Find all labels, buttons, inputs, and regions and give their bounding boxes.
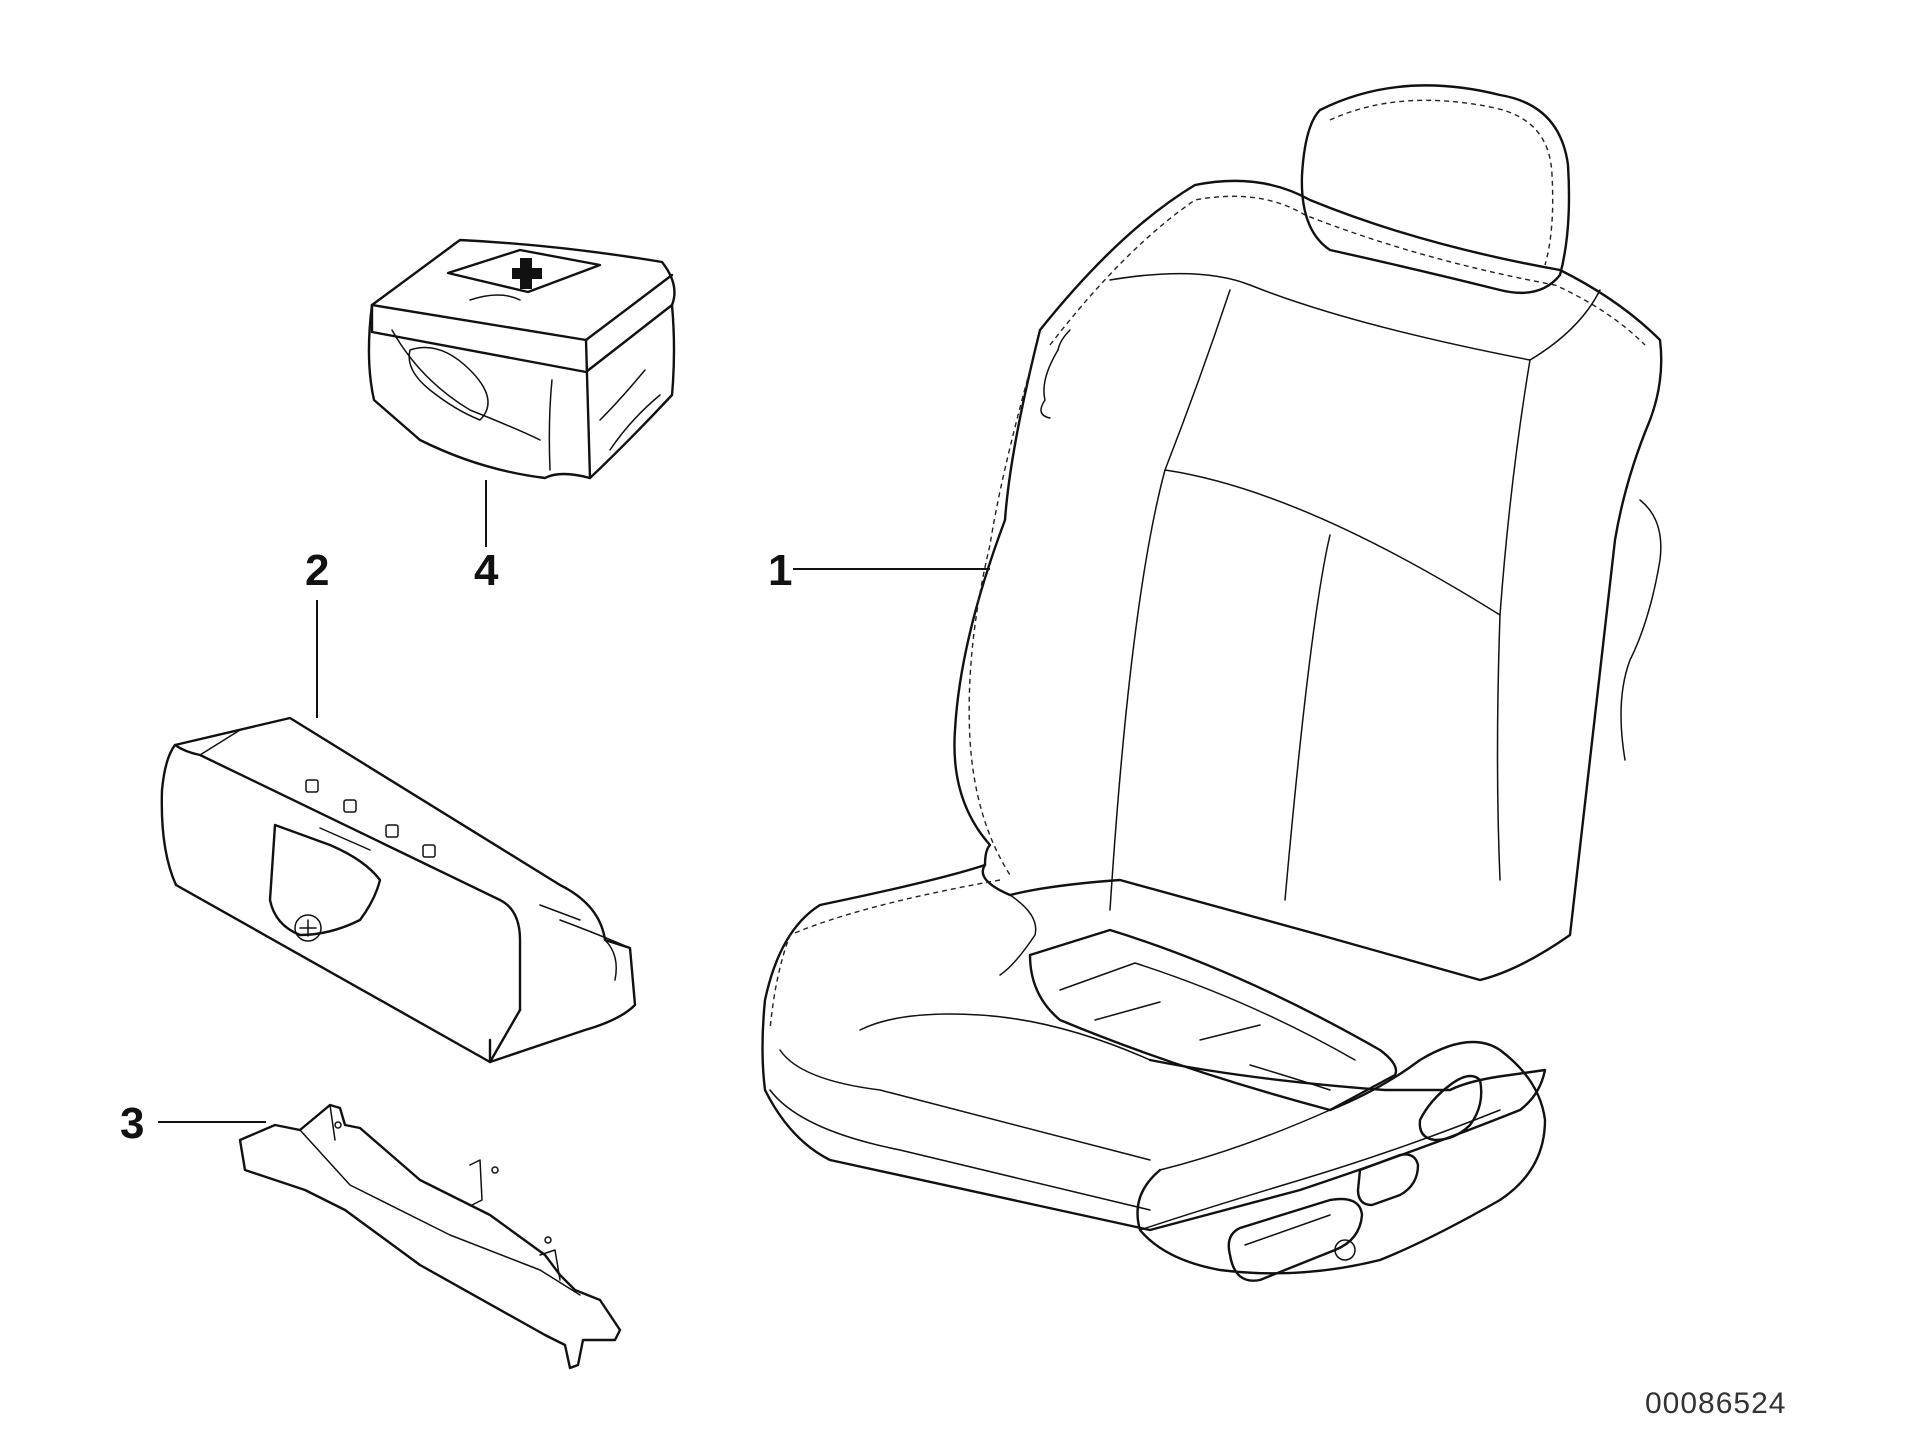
logo-mark-icon [294,914,322,942]
cross-icon [512,258,542,289]
document-number: 00086524 [1645,1387,1786,1420]
callout-label-1: 1 [768,546,792,595]
callout-label-4: 4 [474,546,499,595]
callout-label-2: 2 [305,546,329,595]
seat-part[interactable] [761,84,1663,1282]
callout-label-3: 3 [120,1099,144,1148]
bracket-part[interactable] [158,1103,622,1370]
first-aid-kit-part[interactable] [367,238,676,547]
cover-part[interactable] [160,600,637,1064]
